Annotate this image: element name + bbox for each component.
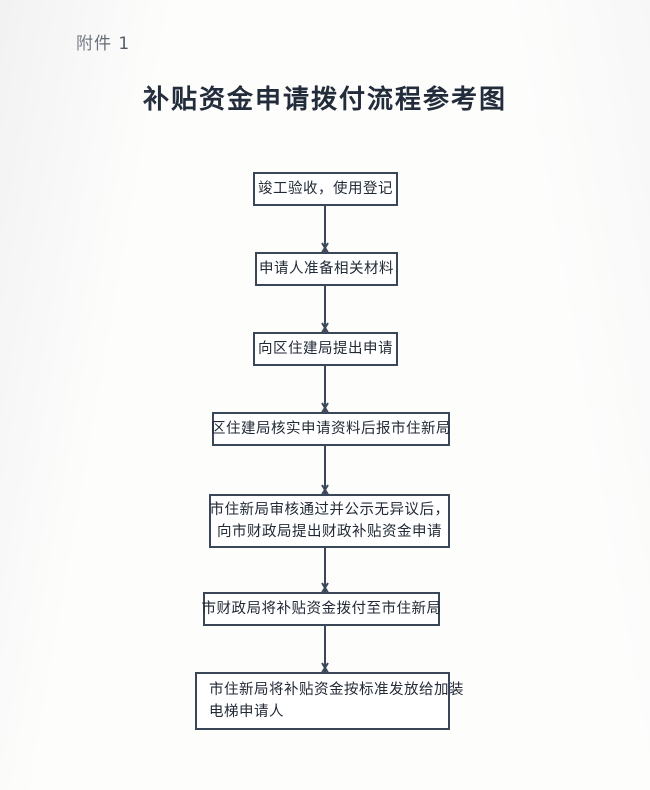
flow-node-text: 区住建局核实申请资料后报市住新局 bbox=[211, 418, 451, 440]
flow-node-text-line: 市住新局审核通过并公示无异议后， bbox=[209, 501, 450, 518]
flow-node-text-line: 向区住建局提出申请 bbox=[258, 340, 393, 357]
flow-node-applicant-prepares-materials: 申请人准备相关材料 bbox=[255, 252, 398, 286]
flow-node-text-line: 市住新局将补贴资金按标准发放给加装 bbox=[209, 681, 464, 698]
flow-node-finance-bureau-disburses-to-municipal-bureau: 市财政局将补贴资金拨付至市住新局 bbox=[202, 592, 442, 626]
flow-node-text: 市住新局审核通过并公示无异议后， 向市财政局提出财政补贴资金申请 bbox=[210, 499, 450, 544]
flow-node-submit-application-to-district-bureau: 向区住建局提出申请 bbox=[253, 332, 398, 366]
connector-5-to-6-arrowhead-icon bbox=[319, 583, 331, 592]
flow-node-text-line: 向市财政局提出财政补贴资金申请 bbox=[217, 524, 442, 540]
flow-node-text-line: 电梯申请人 bbox=[209, 704, 284, 720]
flow-node-text-line: 申请人准备相关材料 bbox=[259, 260, 394, 277]
flow-node-text: 竣工验收，使用登记 bbox=[258, 178, 393, 200]
flow-node-municipal-bureau-pays-applicant: 市住新局将补贴资金按标准发放给加装电梯申请人 bbox=[195, 672, 464, 730]
flow-node-municipal-bureau-review-and-finance-request: 市住新局审核通过并公示无异议后， 向市财政局提出财政补贴资金申请 bbox=[209, 494, 450, 548]
flow-node-text-line: 市财政局将补贴资金拨付至市住新局 bbox=[201, 600, 442, 617]
flow-node-district-bureau-verifies-and-reports: 区住建局核实申请资料后报市住新局 bbox=[211, 412, 451, 446]
connector-4-to-5-arrowhead-icon bbox=[319, 485, 331, 494]
flow-node-text: 市财政局将补贴资金拨付至市住新局 bbox=[202, 598, 442, 620]
connector-1-to-2-arrowhead-icon bbox=[319, 243, 331, 252]
flow-node-text-line: 区住建局核实申请资料后报市住新局 bbox=[211, 420, 451, 437]
flow-node-text: 市住新局将补贴资金按标准发放给加装电梯申请人 bbox=[209, 679, 464, 724]
flow-node-completion-acceptance: 竣工验收，使用登记 bbox=[253, 172, 398, 206]
flow-node-text: 申请人准备相关材料 bbox=[259, 258, 394, 280]
flow-node-text-line: 竣工验收，使用登记 bbox=[258, 180, 393, 197]
flow-node-text: 向区住建局提出申请 bbox=[258, 338, 393, 360]
connector-2-to-3-arrowhead-icon bbox=[319, 323, 331, 332]
connector-6-to-7-arrowhead-icon bbox=[319, 663, 331, 672]
connector-3-to-4-arrowhead-icon bbox=[319, 403, 331, 412]
